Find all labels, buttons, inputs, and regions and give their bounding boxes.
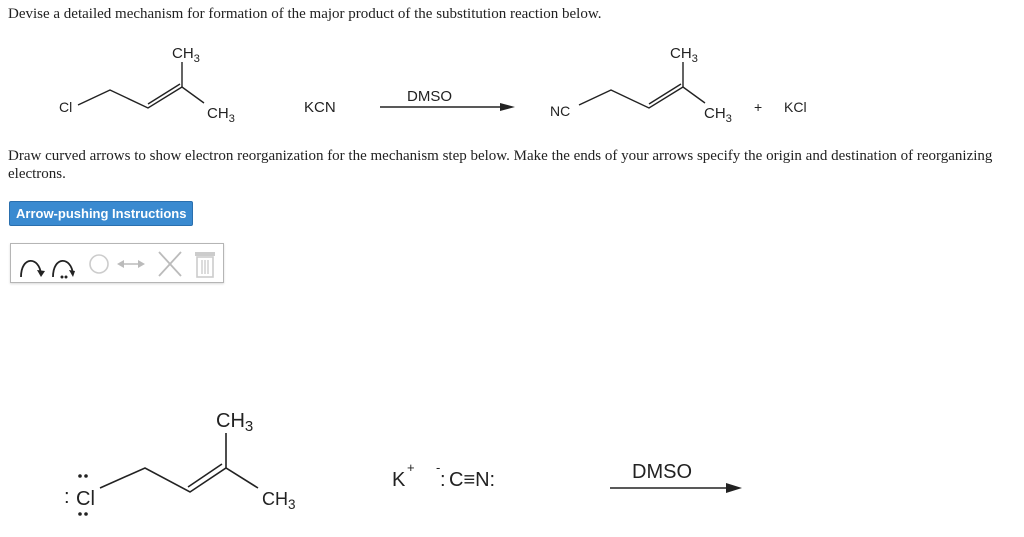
question-prompt: Devise a detailed mechanism for formatio… [8, 6, 602, 22]
chlorine-left-lone-pair: : [64, 486, 70, 508]
cyanide-ion: C≡N: [449, 469, 495, 491]
potassium-ion: K [392, 469, 406, 491]
product-methyl-top: CH3 [670, 45, 698, 65]
product-methyl-right: CH3 [704, 105, 732, 125]
reaction-solvent: DMSO [407, 88, 452, 105]
cyanide-left-lone-pair: : [440, 469, 446, 491]
potassium-cyanide: K + - : C≡N: [392, 460, 495, 491]
substrate-methyl-right: CH3 [262, 489, 296, 512]
chlorine-top-lone-pair [78, 474, 82, 478]
chlorine-atom: Cl [76, 488, 95, 510]
reactant-methyl-top: CH3 [172, 45, 200, 65]
delete-icon[interactable] [158, 251, 182, 277]
arrow-pushing-instructions-button[interactable]: Arrow-pushing Instructions [9, 201, 194, 226]
product-nitrile: NC [550, 103, 570, 119]
reaction-scheme: CH3 CH3 Cl KCN DMSO CH3 CH3 NC + KCl [59, 45, 807, 125]
curved-arrow-two-electron-icon[interactable] [20, 259, 45, 278]
toolbar-icons [20, 251, 215, 279]
product-molecule: CH3 CH3 NC [550, 45, 732, 125]
curved-arrow-one-electron-icon[interactable] [52, 259, 75, 279]
byproduct-kcl: KCl [784, 99, 807, 115]
reactant-methyl-right: CH3 [207, 105, 235, 125]
resonance-arrow-icon[interactable] [117, 260, 145, 268]
plus-sign: + [754, 99, 762, 115]
potassium-charge: + [407, 460, 415, 475]
mechanism-solvent: DMSO [632, 461, 692, 483]
cyanide-charge: - [436, 460, 440, 475]
drawing-toolbar [10, 243, 224, 283]
lasso-select-icon[interactable] [89, 254, 109, 274]
substrate-methyl-top: CH3 [216, 410, 253, 435]
trash-icon[interactable] [195, 252, 215, 278]
chlorine-bottom-lone-pair [78, 512, 82, 516]
reaction-arrow: DMSO [380, 88, 515, 111]
reagent-kcn: KCN [304, 99, 336, 116]
reactant-molecule: CH3 CH3 Cl [59, 45, 235, 125]
mechanism-arrow: DMSO [610, 461, 742, 493]
reactant-chlorine: Cl [59, 99, 72, 115]
substrate-molecule: CH3 CH3 Cl : [64, 410, 296, 516]
mechanism-instructions: Draw curved arrows to show electron reor… [8, 148, 993, 182]
